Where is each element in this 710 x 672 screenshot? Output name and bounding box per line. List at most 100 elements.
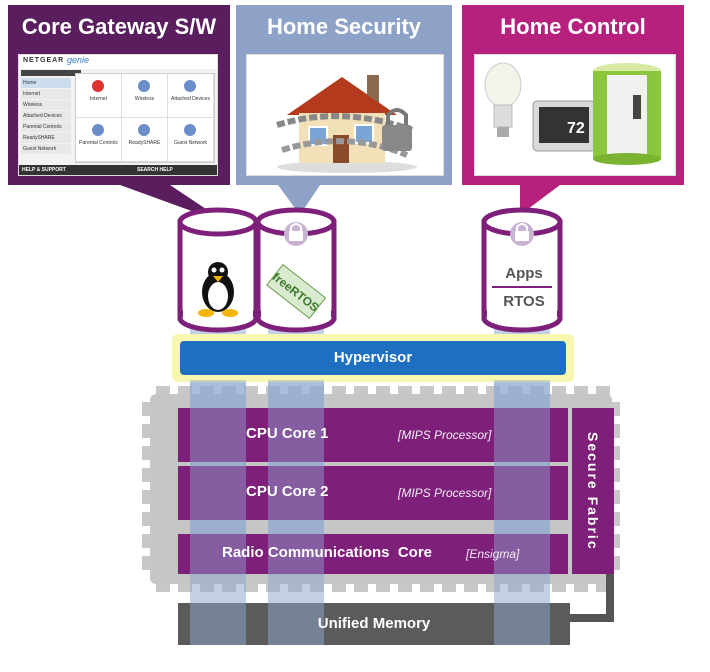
netgear-tile-label: Attached Devices — [171, 96, 210, 102]
locked-house-image — [246, 54, 444, 176]
chip-pin — [398, 582, 412, 592]
chip-pin — [398, 386, 412, 396]
home-control-devices-image: 72 — [474, 54, 676, 176]
netgear-tile-label: ReadySHARE — [128, 140, 161, 146]
chip-pin — [142, 534, 152, 548]
chip-pin — [442, 386, 456, 396]
netgear-tile-label: Internet — [90, 96, 107, 102]
freertos-padlock-icon — [284, 222, 308, 246]
linux-column-mem — [190, 603, 246, 645]
netgear-brand: NETGEAR — [23, 57, 65, 64]
netgear-search-help: SEARCH HELP — [137, 167, 173, 173]
chip-pin — [610, 556, 620, 570]
chip-pin — [610, 402, 620, 416]
unified-memory-label: Unified Memory — [317, 615, 431, 632]
chip-pin — [354, 386, 368, 396]
netgear-tile-icon — [92, 124, 104, 136]
chip-pin — [610, 512, 620, 526]
chip-pin — [610, 424, 620, 438]
chip-pin — [156, 582, 170, 592]
cpu-core-2-label: CPU Core 2 — [246, 483, 329, 500]
chip-pin — [552, 582, 566, 592]
apps-rtos-cylinder — [481, 207, 563, 333]
secure-fabric-label: Secure Fabric — [585, 431, 601, 551]
chip-pin — [596, 582, 610, 592]
radio-core-note: [Ensigma] — [466, 547, 520, 561]
netgear-help-footer: HELP & SUPPORT — [22, 167, 66, 173]
chip-pin — [142, 446, 152, 460]
smart-bulb-icon — [484, 62, 522, 137]
chip-pin — [354, 582, 368, 592]
hypervisor-bar — [180, 341, 566, 375]
cpu-core-1-note: [MIPS Processor] — [398, 428, 492, 442]
linux-column-overlay — [190, 380, 246, 575]
rtos-label: RTOS — [503, 293, 544, 310]
chip-pin — [610, 468, 620, 482]
netgear-tile-label: Wireless — [134, 96, 155, 102]
netgear-tile: Parental Controls — [76, 118, 122, 162]
netgear-tile-icon — [138, 124, 150, 136]
freertos-column-mem — [268, 603, 324, 645]
chip-pin — [574, 582, 588, 592]
chip-pin — [442, 582, 456, 592]
chip-pin — [142, 556, 152, 570]
freertos-column-overlay — [268, 380, 324, 575]
cpu-core-1-block — [178, 408, 568, 462]
chip-pin — [596, 386, 610, 396]
netgear-sidebar-item: Parental Controls — [21, 122, 71, 132]
netgear-tile: Attached Devices — [168, 74, 214, 118]
chip-pin — [420, 582, 434, 592]
green-hub-device-icon — [593, 63, 661, 165]
netgear-sidebar-item: Home — [21, 78, 71, 88]
netgear-tile: Internet — [76, 74, 122, 118]
chip-pin — [574, 386, 588, 396]
netgear-sidebar-item: Attached Devices — [21, 111, 71, 121]
netgear-sidebar-item: Wireless — [21, 100, 71, 110]
netgear-tile-label: Guest Network — [173, 140, 208, 146]
chip-pin — [376, 386, 390, 396]
netgear-tile-icon — [184, 80, 196, 92]
netgear-tile: ReadySHARE — [122, 118, 168, 162]
security-title: Home Security — [266, 14, 422, 39]
chip-pin — [332, 386, 346, 396]
netgear-tile-icon — [92, 80, 104, 92]
apps-column-overlay — [494, 380, 550, 575]
house-chain-lock-icon — [276, 75, 417, 173]
chip-pin — [464, 386, 478, 396]
chip-pin — [178, 386, 192, 396]
chip-pin — [486, 386, 500, 396]
chip-pin — [156, 386, 170, 396]
freertos-logo: freeRTOS — [266, 263, 327, 319]
chip-pin — [552, 386, 566, 396]
thermostat-icon: 72 — [532, 100, 596, 152]
netgear-tile-label: Parental Controls — [79, 140, 118, 146]
radio-core-block — [178, 534, 568, 574]
os-cylinders: freeRTOS Apps RTOS — [177, 207, 563, 333]
cpu-core-2-block — [178, 466, 568, 520]
linux-tux-icon — [198, 262, 238, 317]
netgear-sidebar-item: Internet — [21, 89, 71, 99]
cpu-core-2-note: [MIPS Processor] — [398, 486, 492, 500]
chip-pin — [332, 582, 346, 592]
secure-fabric-block — [572, 408, 614, 574]
chip-pin — [142, 512, 152, 526]
chip-pin — [244, 582, 258, 592]
netgear-sidebar-item: ReadySHARE — [21, 133, 71, 143]
netgear-tile: Guest Network — [168, 118, 214, 162]
cpu-core-1-label: CPU Core 1 — [246, 425, 329, 442]
chip-pin — [610, 490, 620, 504]
genie-product: genie — [67, 55, 90, 65]
netgear-tile-icon — [184, 124, 196, 136]
chip-pin — [178, 582, 192, 592]
chip-pin — [142, 424, 152, 438]
chip-pin — [610, 446, 620, 460]
chip-pin — [610, 534, 620, 548]
apps-column-mem — [494, 603, 550, 645]
hypervisor-label: Hypervisor — [333, 349, 413, 366]
netgear-tile-icon — [138, 80, 150, 92]
gateway-title: Core Gateway S/W — [21, 14, 217, 39]
netgear-sidebar-item: Guest Network — [21, 144, 71, 154]
control-title: Home Control — [500, 14, 646, 39]
chip-pin — [142, 468, 152, 482]
